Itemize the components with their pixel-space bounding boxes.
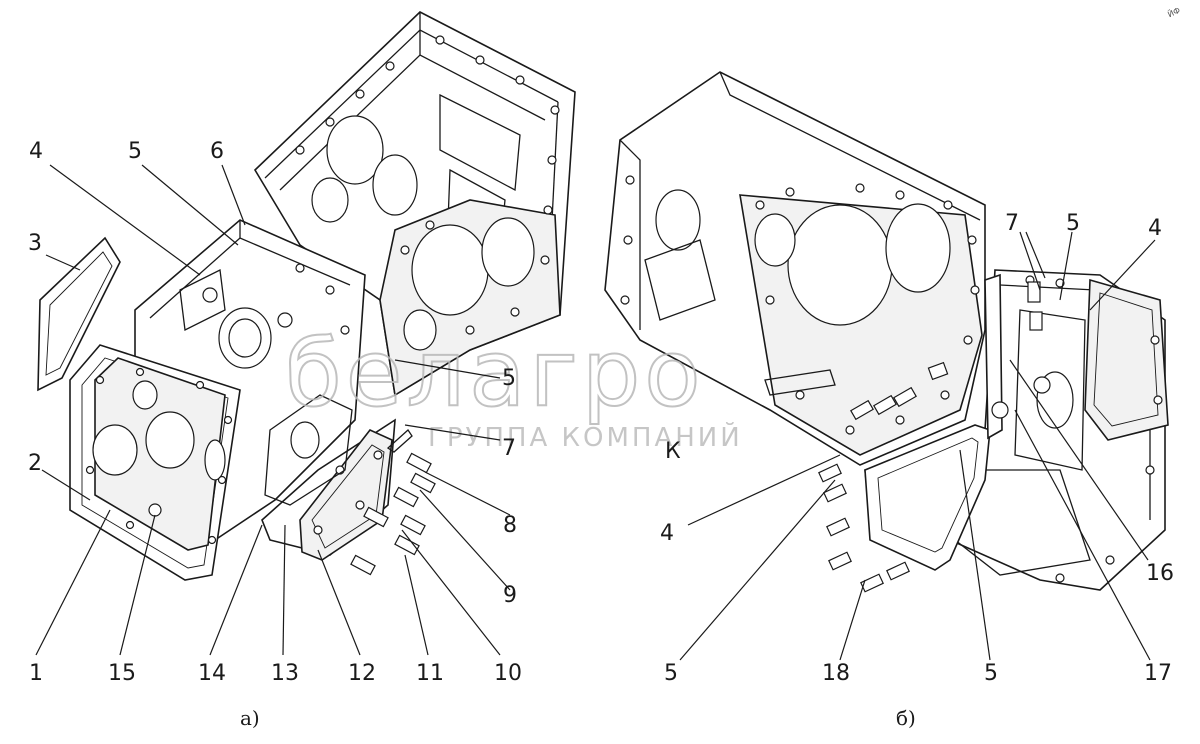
callout-a-8: 8 <box>503 513 517 538</box>
callout-a-1: 1 <box>29 661 43 686</box>
callouts-view-a: 4 5 6 3 2 1 15 14 13 12 11 10 9 8 7 5 <box>28 139 522 686</box>
bolts-b <box>818 281 1043 593</box>
bolts-a <box>350 429 436 576</box>
main-housing-a <box>253 11 576 397</box>
view-captions: а) б) <box>240 706 916 730</box>
callouts-view-b: 7 5 4 4 16 5 18 5 17 К <box>660 211 1174 686</box>
callout-a-3: 3 <box>28 231 42 256</box>
callout-a-2: 2 <box>28 451 42 476</box>
main-housing-b <box>604 71 986 466</box>
watermark-subtitle: ГРУППА КОМПАНИЙ <box>428 421 743 453</box>
leader-lines <box>35 164 1156 661</box>
view-a-assembly <box>37 11 576 581</box>
callout-a-6: 6 <box>210 139 224 164</box>
callout-a-4: 4 <box>29 139 43 164</box>
rim-holes-b <box>620 175 980 435</box>
front-cover-a <box>69 344 241 581</box>
callout-a-11: 11 <box>416 661 444 686</box>
gasket-plate-b <box>864 273 1009 571</box>
callout-b-5-mid: 5 <box>984 661 998 686</box>
side-cover-a <box>261 394 396 561</box>
callout-a-13: 13 <box>271 661 299 686</box>
callout-a-5: 5 <box>128 139 142 164</box>
callout-b-7: 7 <box>1005 211 1019 236</box>
callout-b-4: 4 <box>660 521 674 546</box>
callout-b-5-left: 5 <box>664 661 678 686</box>
section-marker-k: К <box>665 439 681 464</box>
callout-a-10: 10 <box>494 661 522 686</box>
caption-view-b: б) <box>896 706 916 730</box>
callout-b-16: 16 <box>1146 561 1174 586</box>
gasket-3 <box>37 236 121 392</box>
callout-a-5-lower: 5 <box>502 366 516 391</box>
callout-a-14: 14 <box>198 661 226 686</box>
callout-a-12: 12 <box>348 661 376 686</box>
callout-b-18: 18 <box>822 661 850 686</box>
view-b-assembly <box>604 71 1169 593</box>
callout-b-17: 17 <box>1144 661 1172 686</box>
callout-a-15: 15 <box>108 661 136 686</box>
rim-holes <box>295 35 560 335</box>
corner-mark: ЙФ <box>1165 4 1181 19</box>
watermark-brand: белагро <box>285 320 705 427</box>
callout-a-9: 9 <box>503 583 517 608</box>
callout-a-7: 7 <box>502 436 516 461</box>
callout-b-5-top: 5 <box>1066 211 1080 236</box>
caption-view-a: а) <box>240 706 260 730</box>
callout-b-4-top: 4 <box>1148 216 1162 241</box>
